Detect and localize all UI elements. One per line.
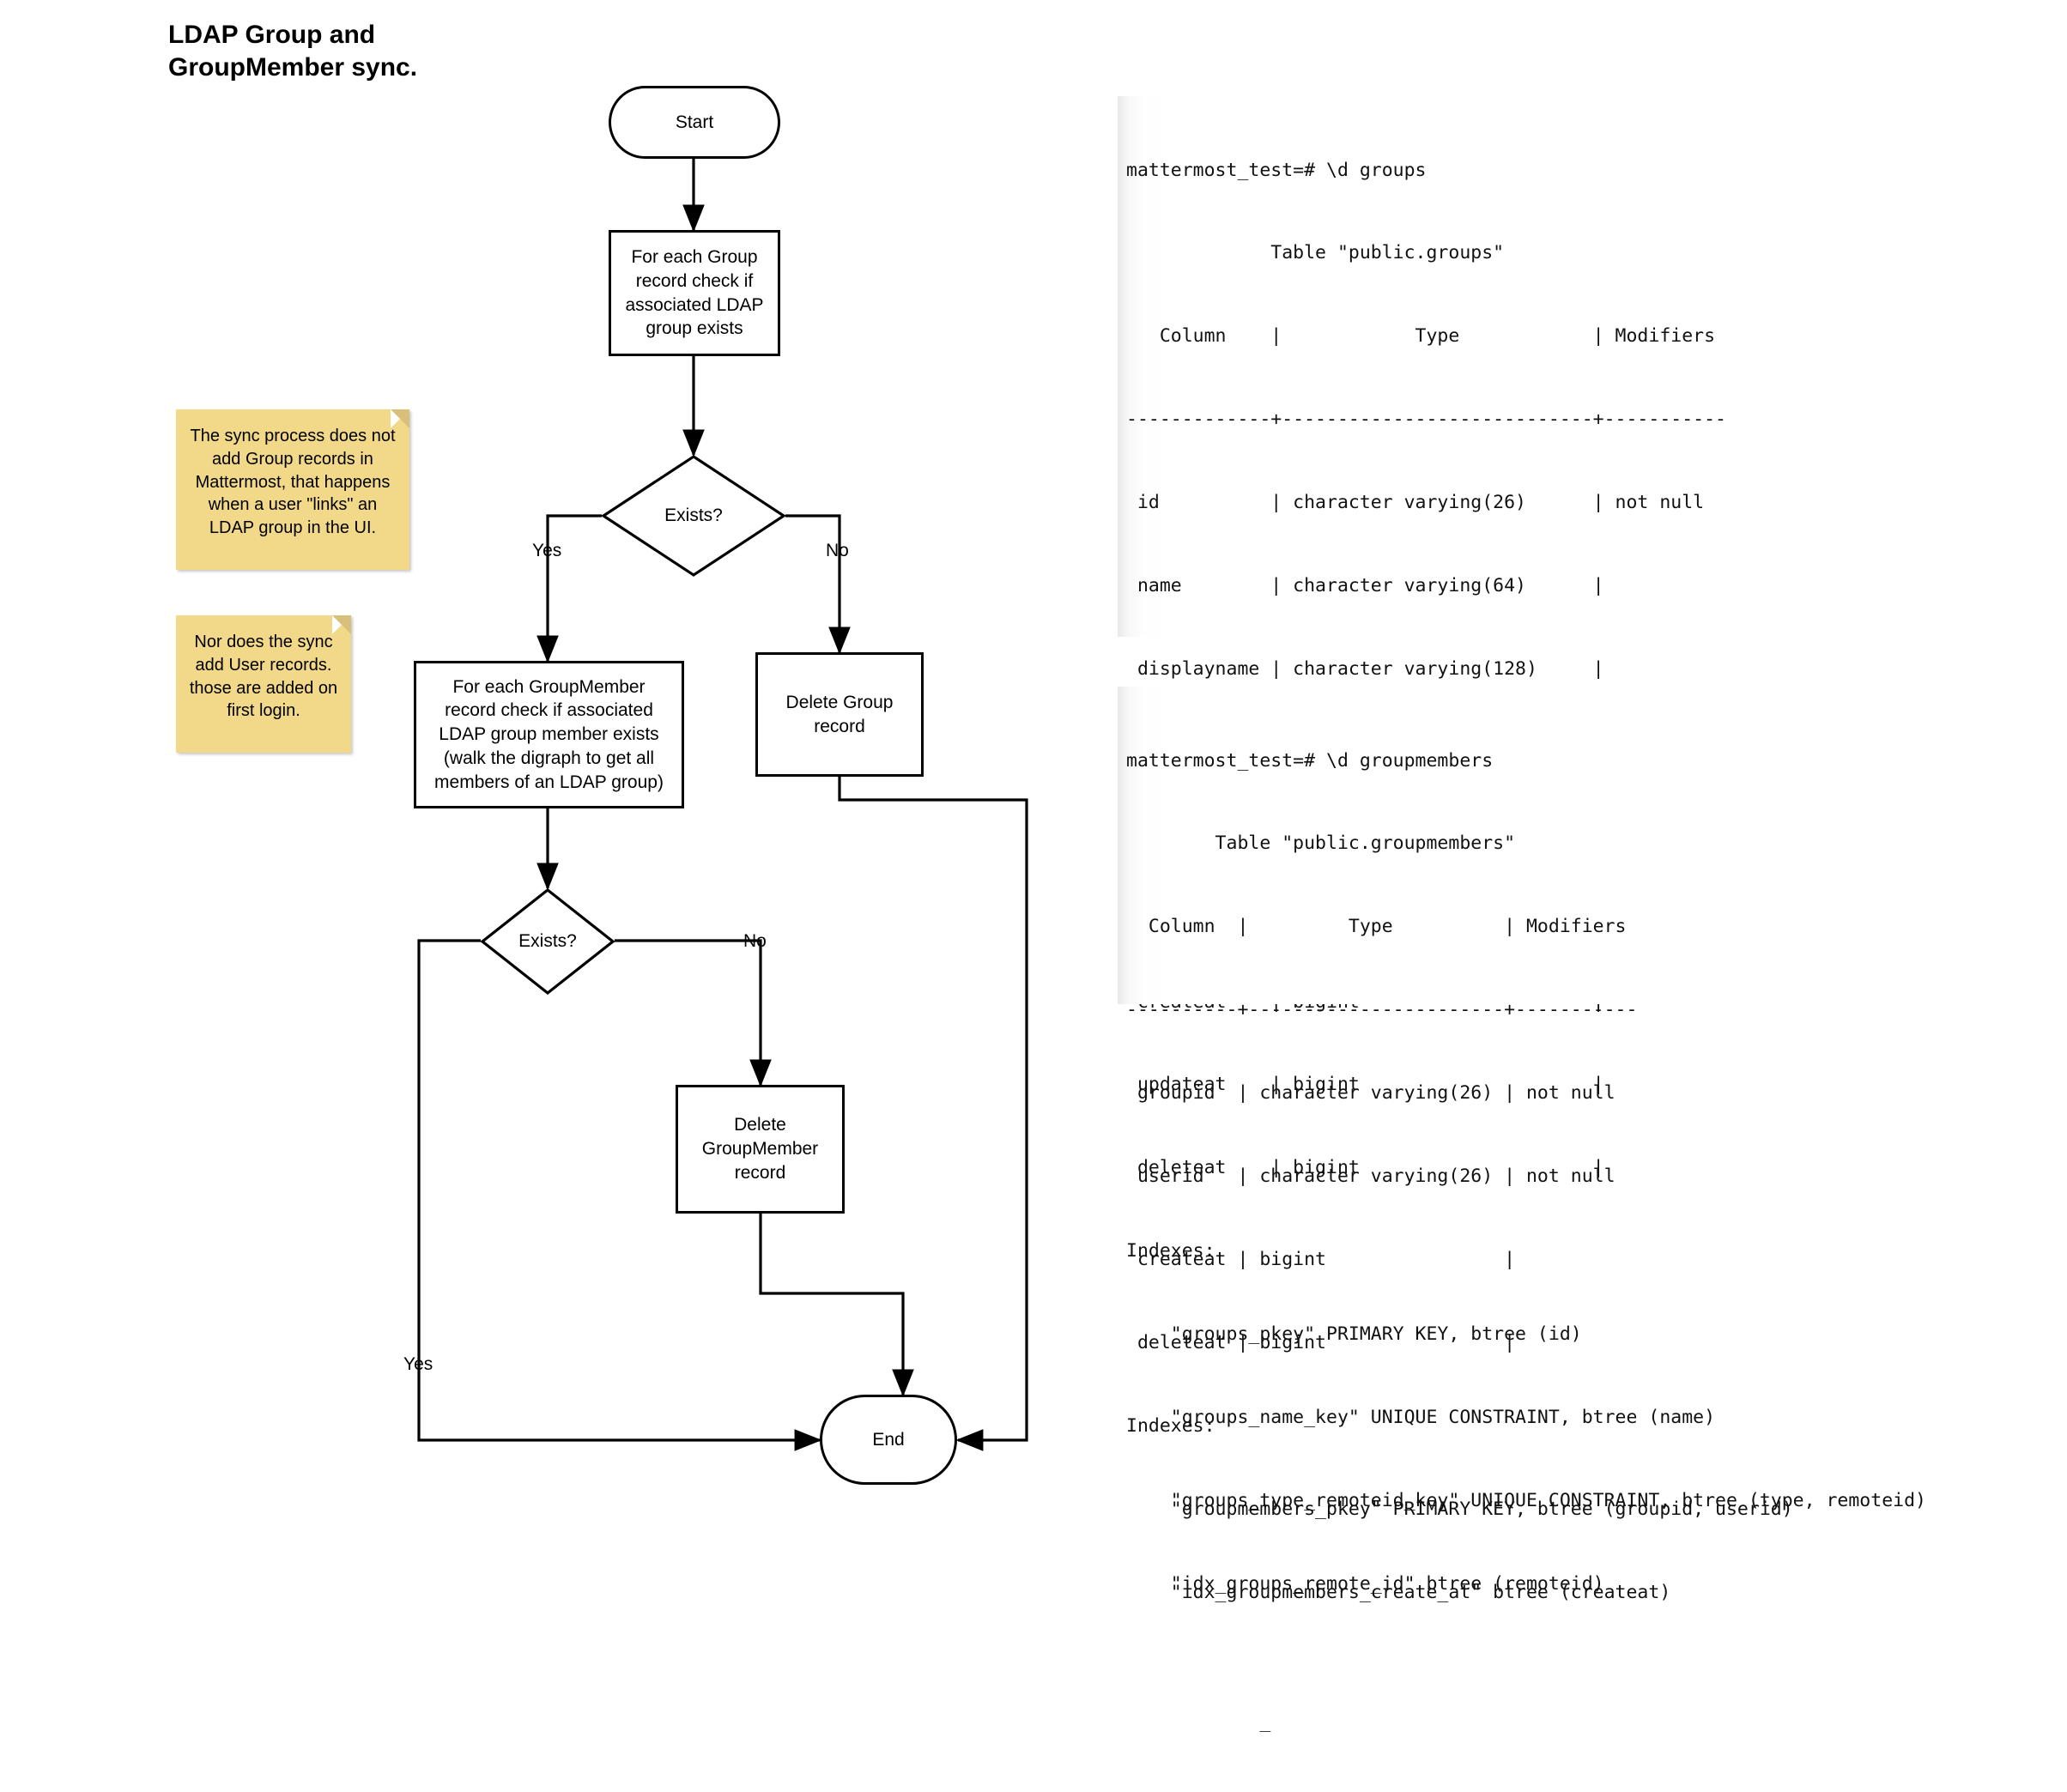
- edge-label-yes-2: Yes: [403, 1354, 433, 1374]
- edge-exists1-no: [785, 514, 851, 655]
- terminal-line: "groupmembers_pkey" PRIMARY KEY, btree (…: [1126, 1498, 1793, 1520]
- node-exists-groupmember-label: Exists?: [518, 931, 577, 951]
- sticky-note-user-records: Nor does the sync add User records. thos…: [176, 615, 351, 753]
- edge-label-yes-1: Yes: [532, 541, 562, 560]
- terminal-line: createat | bigint |: [1126, 1248, 1516, 1270]
- node-exists-group-decision[interactable]: Exists?: [602, 455, 785, 577]
- node-check-groupmember-record[interactable]: For each GroupMember record check if ass…: [414, 661, 684, 808]
- terminal-line: deleteat | bigint |: [1126, 1157, 1604, 1179]
- edge-exists2-yes: [417, 939, 822, 1451]
- page-title: LDAP Group and GroupMember sync.: [168, 21, 418, 82]
- edge-exists2-no: [615, 939, 772, 1087]
- terminal-line: mattermost_test=# \d groups: [1126, 159, 1427, 181]
- terminal-line: Indexes:: [1126, 1414, 1215, 1437]
- terminal-line: Table "public.groups": [1126, 242, 1505, 264]
- node-delete-groupmember-record-label: Delete GroupMember record: [701, 1115, 819, 1183]
- node-delete-groupmember-record[interactable]: Delete GroupMember record: [676, 1085, 845, 1214]
- edge-exists1-yes: [536, 514, 602, 663]
- node-start-label: Start: [675, 112, 714, 132]
- edge-label-no-1: No: [826, 541, 849, 560]
- terminal-line: id | character varying(26) | not null: [1126, 492, 1705, 514]
- terminal-line: "idx_groupmembers_create_at" btree (crea…: [1126, 1581, 1671, 1603]
- node-end[interactable]: End: [820, 1395, 957, 1485]
- edge-label-no-2: No: [743, 931, 767, 951]
- sticky-note-group-records: The sync process does not add Group reco…: [176, 409, 409, 570]
- sticky-note-user-records-text: Nor does the sync add User records. thos…: [189, 633, 338, 721]
- diagram-canvas: LDAP Group and GroupMember sync.: [168, 21, 2036, 1733]
- node-start[interactable]: Start: [609, 86, 780, 159]
- sticky-note-group-records-text: The sync process does not add Group reco…: [190, 427, 396, 538]
- diamond-shape: [602, 455, 785, 577]
- terminal-line: "groups_pkey" PRIMARY KEY, btree (id): [1126, 1323, 1582, 1346]
- terminal-line: name | character varying(64) |: [1126, 575, 1604, 597]
- terminal-line: groupid | character varying(26) | not nu…: [1126, 1082, 1615, 1105]
- flow-connectors: [417, 159, 1028, 1451]
- terminal-line: -------------+--------------------------…: [1126, 409, 1726, 431]
- node-check-groupmember-record-label: For each GroupMember record check if ass…: [434, 676, 664, 792]
- terminal-line: displayname | character varying(128) |: [1126, 657, 1604, 680]
- edge-delete-group-to-end: [838, 777, 1028, 1451]
- terminal-line: "groups_name_key" UNIQUE CONSTRAINT, btr…: [1126, 1406, 1716, 1428]
- terminal-line: updateat | bigint |: [1126, 1074, 1604, 1096]
- node-exists-group-label: Exists?: [664, 506, 723, 525]
- edge-delete-groupmember-to-end: [759, 1214, 914, 1397]
- terminal-line: Column | Type | Modifiers: [1126, 916, 1627, 938]
- terminal-groupmembers-table: mattermost_test=# \d groupmembers Table …: [1118, 687, 2036, 1603]
- terminal-line: userid | character varying(26) | not nul…: [1126, 1165, 1615, 1188]
- node-end-label: End: [872, 1429, 905, 1450]
- node-exists-groupmember-decision[interactable]: Exists?: [481, 888, 615, 995]
- terminal-line: mattermost_test=# \d groupmembers: [1126, 749, 1494, 772]
- terminal-line: deleteat | bigint |: [1126, 1331, 1516, 1353]
- note-fold-shade-icon: [391, 409, 409, 428]
- terminal-line: ----------+-----------------------+-----…: [1126, 999, 1638, 1021]
- node-delete-group-record[interactable]: Delete Group record: [755, 652, 924, 777]
- node-delete-group-record-label: Delete Group record: [785, 692, 894, 736]
- diamond-shape: [481, 888, 615, 995]
- node-check-group-record-label: For each Group record check if associate…: [625, 247, 764, 339]
- terminal-cursor: _: [1126, 1711, 1271, 1734]
- node-check-group-record[interactable]: For each Group record check if associate…: [609, 230, 780, 356]
- terminal-line: Column | Type | Modifiers: [1126, 325, 1716, 348]
- terminal-line: Table "public.groupmembers": [1126, 832, 1516, 855]
- note-fold-shade-icon: [332, 615, 351, 634]
- terminal-line: Indexes:: [1126, 1240, 1215, 1262]
- terminal-groups-table: mattermost_test=# \d groups Table "publi…: [1118, 96, 2036, 1733]
